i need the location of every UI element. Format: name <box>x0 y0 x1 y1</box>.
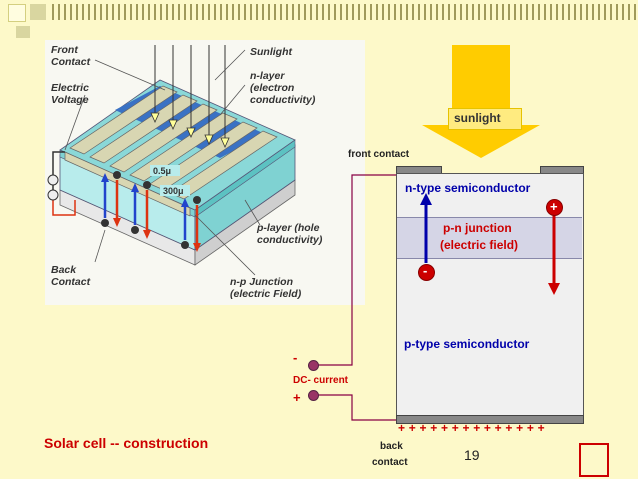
label-n-layer: n-layer (electron conductivity) <box>250 70 316 106</box>
label-back-contact: Back Contact <box>51 264 91 288</box>
solar-cell-3d-drawing <box>47 45 296 276</box>
back-contact-label-line2: contact <box>372 457 408 468</box>
back-contact-label-line1: back <box>380 441 403 452</box>
top-decoration-bar <box>0 0 638 24</box>
label-thickness-bottom: 300μ <box>163 186 184 196</box>
hole-plus: + <box>550 199 558 214</box>
slide-corner-box <box>579 443 609 477</box>
pn-junction-label-line1: p-n junction <box>443 221 512 235</box>
label-p-layer: p-layer (hole conductivity) <box>257 222 323 246</box>
external-circuit-wires <box>312 174 396 421</box>
label-front-contact: Front Contact <box>51 44 91 68</box>
label-electric-voltage: Electric Voltage <box>51 82 89 106</box>
carrier-arrows <box>420 193 560 295</box>
positive-charge-row: + + + + + + + + + + + + + + <box>398 421 545 435</box>
label-sunlight: Sunlight <box>250 46 292 58</box>
pn-junction-label-line2: (electric field) <box>440 238 519 252</box>
page-number: 19 <box>464 447 480 463</box>
sunlight-label-box <box>448 108 522 130</box>
label-thickness-top: 0.5μ <box>153 166 172 176</box>
dc-current-label: DC- current <box>293 375 349 386</box>
electron-minus: - <box>423 263 428 278</box>
solar-cell-illustration: Front Contact Electric Voltage Sunlight … <box>45 40 365 305</box>
terminal-negative <box>308 360 319 371</box>
sunlight-arrow <box>422 45 540 158</box>
pn-junction-band <box>397 217 582 259</box>
dc-plus-sign: + <box>293 390 301 405</box>
p-type-label: p-type semiconductor <box>404 337 530 351</box>
back-contact-plate <box>396 415 584 424</box>
label-np-junction: n-p Junction (electric Field) <box>230 276 302 300</box>
terminal-positive <box>308 390 319 401</box>
n-type-label: n-type semiconductor <box>405 181 531 195</box>
top-decoration-bar-square <box>16 26 30 38</box>
dc-minus-sign: - <box>293 350 298 365</box>
front-contact-label: front contact <box>348 149 410 160</box>
electron-circle <box>418 264 435 281</box>
sunlight-label: sunlight <box>454 111 501 125</box>
slide-title: Solar cell -- construction <box>44 435 209 451</box>
hole-circle <box>546 199 563 216</box>
